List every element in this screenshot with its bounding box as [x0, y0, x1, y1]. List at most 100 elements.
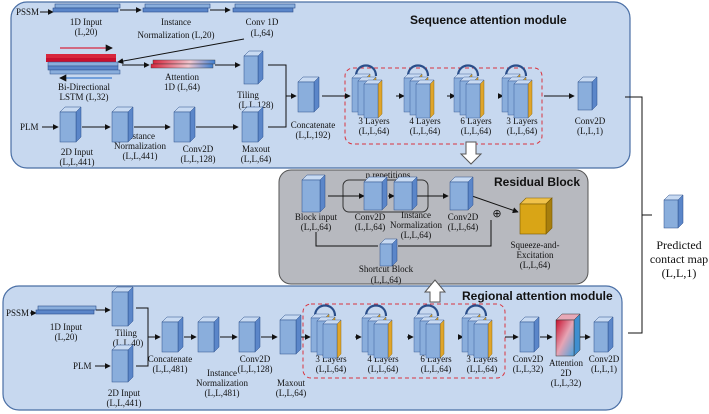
seq-attention1d-shape: 1D (L,64)	[164, 82, 200, 92]
res-shortcut-shape: (L,L,64)	[371, 275, 402, 285]
output-block	[663, 194, 684, 229]
seq-conv2d-a-label: Conv2D	[183, 144, 214, 154]
reg-layers-2-shape: (L,L,64)	[368, 364, 399, 374]
seq-layers-3-shape: (L,L,64)	[461, 126, 492, 136]
reg-conv2d-a-shape: (L,L,128)	[238, 364, 273, 374]
reg-layers-1-block	[310, 304, 342, 359]
seq-bilstm-label: Bi-Directional	[58, 82, 110, 92]
seq-attention1d-block	[150, 59, 216, 69]
seq-layers-2-shape: (L,L,64)	[410, 126, 441, 136]
seq-maxout-shape: (L,L,64)	[241, 154, 272, 164]
reg-maxout-block	[279, 314, 302, 355]
res-se-shape: (L,L,64)	[520, 260, 551, 270]
reg-attention2d-label: Attention	[549, 358, 583, 368]
res-block-input-block	[301, 174, 326, 213]
reg-concat-shape: (L,L,481)	[153, 364, 188, 374]
reg-attention2d-sub: 2D	[561, 368, 573, 378]
seq-bilstm-block	[46, 44, 121, 82]
res-se-block	[519, 197, 553, 235]
res-se-sub: Excitation	[517, 250, 554, 260]
res-shortcut-label: Shortcut Block	[359, 264, 414, 274]
reg-conv2d-b-label: Conv2D	[513, 354, 544, 364]
res-se-label: Squeeze-and-	[511, 240, 560, 250]
res-inorm-label: Instance	[401, 210, 431, 220]
reg-attention2d-block	[555, 313, 581, 357]
reg-2d-input-block	[111, 344, 134, 383]
reg-conv2d-a-label: Conv2D	[240, 354, 271, 364]
seq-concat-label: Concatenate	[291, 120, 335, 130]
seq-conv1d-label: Conv 1D	[246, 17, 279, 27]
res-conv2d-1-shape: (L,L,64)	[355, 222, 386, 232]
reg-2d-input-label: 2D Input	[108, 388, 141, 398]
seq-conv2d-out-label: Conv2D	[575, 116, 606, 126]
seq-layers-3-block	[453, 64, 485, 119]
res-plus-sign: ⊕	[492, 207, 501, 220]
seq-plm-label: PLM	[20, 122, 39, 132]
regional-module-title: Regional attention module	[462, 289, 613, 303]
res-conv2d-2-label: Conv2D	[448, 212, 479, 222]
res-inorm-block	[393, 176, 418, 211]
seq-layers-1-block	[351, 64, 383, 119]
seq-1d-input-block	[52, 3, 121, 13]
res-conv2d-1-block	[363, 176, 388, 211]
res-conv2d-1-label: Conv2D	[355, 212, 386, 222]
seq-instance-norm-2d-shape: (L,L,441)	[123, 151, 158, 161]
reg-layers-2-label: 4 Layers	[367, 354, 399, 364]
seq-instance-norm-1d-block	[142, 3, 211, 13]
res-shortcut-block	[379, 238, 398, 267]
reg-layers-1-shape: (L,L,64)	[316, 364, 347, 374]
seq-conv2d-out-block	[577, 76, 598, 111]
reg-to-res-arrow	[423, 279, 447, 303]
seq-instance-norm-1d-label: Instance	[161, 17, 191, 27]
reg-inorm-shape: (L,L,481)	[205, 388, 240, 398]
reg-concat-label: Concatenate	[148, 354, 192, 364]
reg-1d-input-block	[35, 305, 97, 315]
reg-layers-3-label: 6 Layers	[420, 354, 452, 364]
seq-conv2d-a-block	[173, 106, 196, 143]
seq-bilstm-shape: LSTM (L,32)	[60, 92, 109, 102]
res-repeat-label: n repetitions	[366, 170, 411, 180]
seq-layers-2-block	[403, 64, 435, 119]
reg-layers-4-shape: (L,L,64)	[467, 364, 498, 374]
reg-inorm-label: Instance	[207, 368, 237, 378]
reg-2d-input-shape: (L,L,441)	[107, 398, 142, 408]
seq-conv2d-a-shape: (L,L,128)	[181, 154, 216, 164]
output-label-sub: contact map	[650, 252, 708, 266]
seq-2d-input-shape: (L,L,441)	[60, 157, 95, 167]
reg-layers-3-block	[413, 304, 445, 359]
seq-maxout-block	[241, 106, 264, 143]
reg-inorm-block	[197, 316, 220, 353]
seq-2d-input-block	[59, 106, 82, 143]
reg-concat-block	[161, 316, 184, 353]
seq-layers-4-shape: (L,L,64)	[507, 126, 538, 136]
seq-to-res-arrow	[459, 141, 483, 165]
residual-block-title: Residual Block	[494, 175, 580, 189]
reg-conv2d-out-block	[593, 316, 614, 353]
output-label: Predicted	[656, 238, 701, 252]
seq-instance-norm-1d-shape: Normalization (L,20)	[138, 30, 215, 40]
seq-conv2d-out-shape: (L,L,1)	[577, 126, 603, 136]
seq-concat-block	[297, 76, 320, 113]
reg-tiling-shape: (L,L,40)	[113, 338, 144, 348]
res-block-input-shape: (L,L,64)	[301, 222, 332, 232]
seq-concat-shape: (L,L,192)	[296, 130, 331, 140]
seq-pssm-label: PSSM	[16, 7, 39, 17]
seq-conv1d-shape: (L,64)	[251, 28, 274, 38]
seq-instance-norm-2d-block	[111, 106, 134, 143]
output-shape: (L,L,1)	[662, 266, 697, 280]
reg-attention2d-shape: (L,L,32)	[551, 378, 582, 388]
seq-layers-4-block	[501, 64, 533, 119]
res-block-input-label: Block input	[295, 212, 338, 222]
reg-layers-4-label: 3 Layers	[466, 354, 498, 364]
seq-conv1d-block	[232, 3, 296, 13]
reg-1d-input-shape: (L,20)	[55, 332, 78, 342]
reg-conv2d-b-block	[519, 316, 540, 353]
reg-conv2d-b-shape: (L,L,32)	[513, 364, 544, 374]
reg-tiling-block	[111, 286, 134, 327]
seq-attention1d-label: Attention	[165, 72, 199, 82]
reg-conv2d-out-label: Conv2D	[589, 354, 620, 364]
res-inorm-shape: (L,L,64)	[401, 230, 432, 240]
res-conv2d-2-block	[449, 176, 474, 211]
reg-inorm-sub: Normalization	[196, 378, 248, 388]
